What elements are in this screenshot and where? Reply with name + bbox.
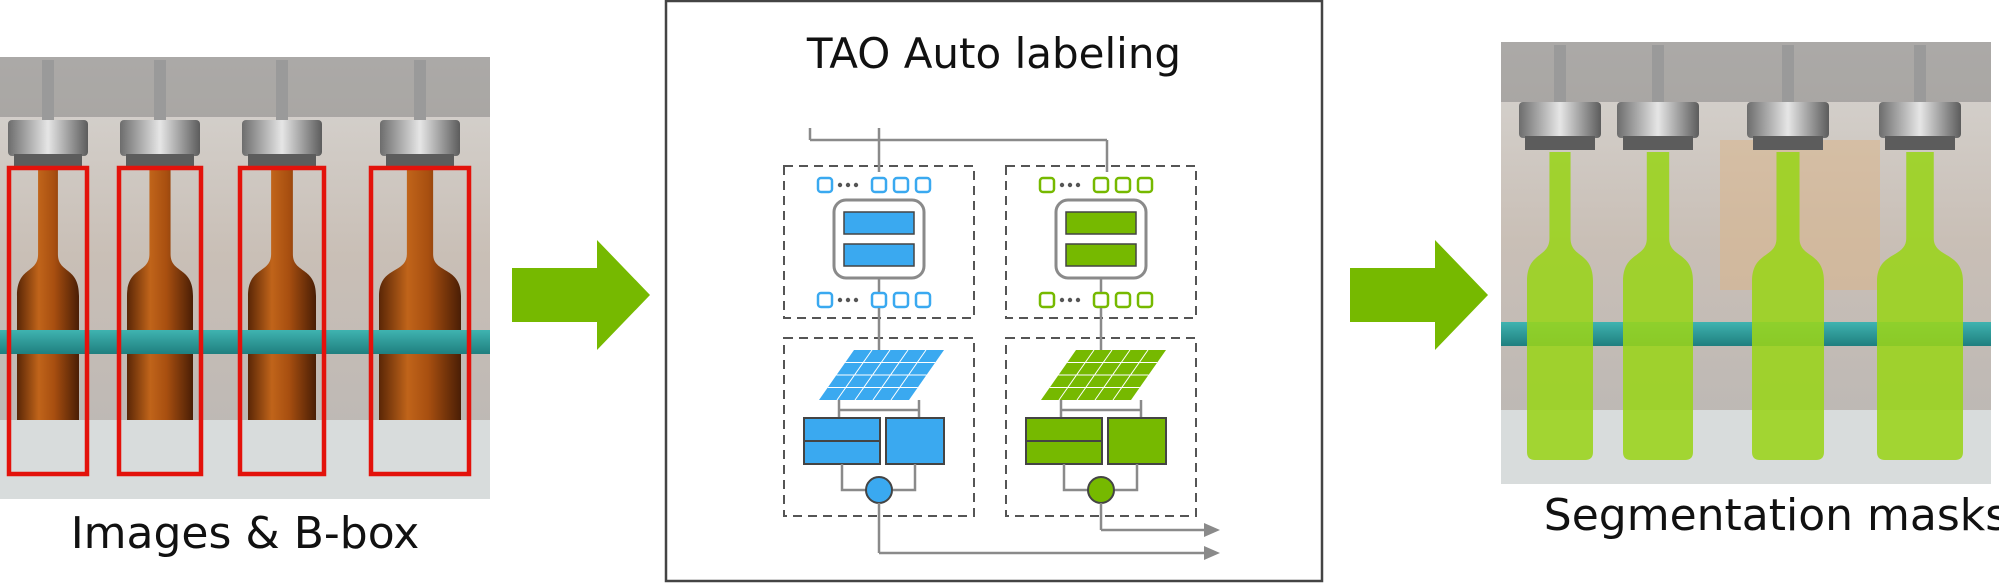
connector-line [893, 464, 917, 492]
filler-pipe [42, 60, 54, 128]
ellipsis-dot [1067, 297, 1073, 303]
token-square [816, 291, 834, 309]
ellipsis-dot [1059, 182, 1065, 188]
filler-nozzle [1525, 136, 1595, 150]
amber-bottle [17, 170, 79, 470]
bounding-box [237, 165, 327, 477]
output-node [865, 476, 893, 504]
token-square [1038, 176, 1056, 194]
arrow-right-icon [512, 240, 650, 350]
filler-pipe [1652, 45, 1664, 110]
bounding-box [368, 165, 472, 477]
filler-nozzle [1623, 136, 1693, 150]
ellipsis-dot [853, 182, 859, 188]
filler-pipe [1554, 45, 1566, 110]
filler-head [242, 120, 322, 156]
token-square [1114, 176, 1132, 194]
output-node [1087, 476, 1115, 504]
filler-nozzle [386, 154, 454, 168]
filler-machinery [8, 60, 460, 168]
token-square [1092, 291, 1110, 309]
token-square [914, 176, 932, 194]
layer-bar [843, 243, 915, 267]
bottle-mask [1527, 152, 1593, 460]
token-square [816, 176, 834, 194]
left-caption: Images & B-box [71, 508, 420, 559]
filler-head [380, 120, 460, 156]
connector-line [1062, 464, 1089, 492]
arrowhead-icon [1204, 546, 1220, 560]
ellipsis-dot [845, 182, 851, 188]
token-square [1136, 291, 1154, 309]
layer-bar [843, 211, 915, 235]
filler-head [1617, 102, 1699, 138]
ellipsis-dot [1075, 182, 1081, 188]
token-square [892, 176, 910, 194]
token-square [1136, 176, 1154, 194]
center-title: TAO Auto labeling [806, 29, 1181, 78]
token-square [1038, 291, 1056, 309]
bottles-photo-with-masks [1501, 42, 1991, 484]
filler-nozzle [14, 154, 82, 168]
ellipsis-dot [837, 182, 843, 188]
amber-bottle [248, 170, 316, 470]
filler-nozzle [1753, 136, 1823, 150]
filler-pipe [414, 60, 426, 128]
token-square [870, 176, 888, 194]
model-architecture-diagram [783, 128, 1220, 560]
bounding-box [116, 165, 204, 477]
filler-head [1519, 102, 1601, 138]
token-square [1114, 291, 1132, 309]
filler-pipe [1782, 45, 1794, 110]
right-caption: Segmentation masks [1544, 490, 1999, 541]
filler-head [1879, 102, 1961, 138]
amber-bottle [127, 170, 193, 470]
filler-head [1747, 102, 1829, 138]
filler-pipe [1914, 45, 1926, 110]
connector-line [840, 464, 867, 492]
bottle-mask [1623, 152, 1693, 460]
connector-line [1115, 464, 1139, 492]
ellipsis-dot [1075, 297, 1081, 303]
bottle-mask [1752, 152, 1824, 460]
ellipsis-dot [1067, 182, 1073, 188]
conveyor-base [0, 420, 490, 499]
bottles-photo-with-bboxes [0, 57, 490, 499]
filler-nozzle [126, 154, 194, 168]
token-square [870, 291, 888, 309]
auto-labeling-panel [664, 0, 1324, 583]
ellipsis-dot [1059, 297, 1065, 303]
layer-bar [1065, 243, 1137, 267]
token-square [914, 291, 932, 309]
amber-bottle [379, 170, 461, 470]
filler-head [8, 120, 88, 156]
layer-bar [1065, 211, 1137, 235]
filler-pipe [276, 60, 288, 128]
segmentation-masks [1527, 152, 1963, 460]
bounding-box [6, 165, 90, 477]
filler-pipe [154, 60, 166, 128]
filler-machinery [1519, 45, 1961, 150]
conveyor-rail [0, 330, 490, 354]
filler-nozzle [1885, 136, 1955, 150]
ellipsis-dot [837, 297, 843, 303]
amber-bottles [17, 170, 461, 470]
ellipsis-dot [845, 297, 851, 303]
bounding-boxes [6, 165, 472, 477]
decoder-box [1107, 417, 1167, 465]
arrow-right-icon [1350, 240, 1488, 350]
token-square [1092, 176, 1110, 194]
decoder-box [885, 417, 945, 465]
arrowhead-icon [1204, 523, 1220, 537]
bottle-mask [1877, 152, 1963, 460]
filler-head [120, 120, 200, 156]
ellipsis-dot [853, 297, 859, 303]
filler-nozzle [248, 154, 316, 168]
token-square [892, 291, 910, 309]
